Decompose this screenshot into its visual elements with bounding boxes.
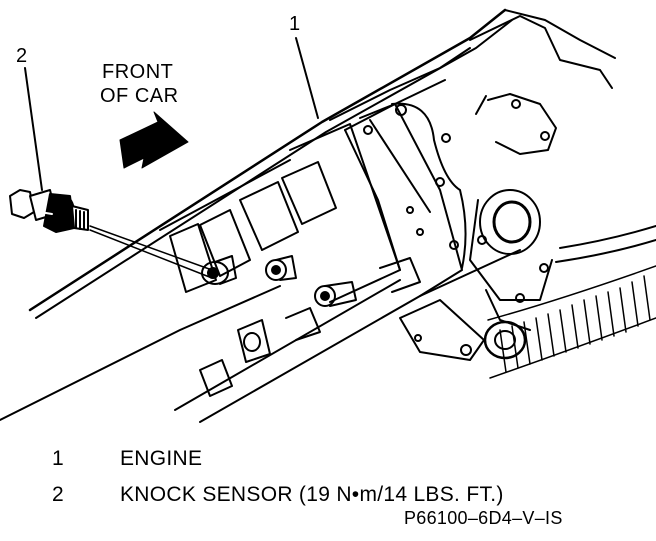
legend-number: 2 xyxy=(52,483,64,506)
legend-row-engine: 1 ENGINE xyxy=(52,447,612,473)
water-pump-housing xyxy=(479,189,541,255)
sensor-boss-1 xyxy=(201,255,237,285)
front-of-car-label: FRONT OF CAR xyxy=(100,60,179,108)
callout-leader-sensor xyxy=(24,67,43,191)
sensor-boss-2 xyxy=(265,255,297,281)
callout-number-knock-sensor: 2 xyxy=(16,45,28,67)
legend-label: ENGINE xyxy=(120,447,203,470)
sensor-boss-3 xyxy=(314,281,357,307)
figure-code: P66100–6D4–V–IS xyxy=(404,508,563,528)
belt-shading xyxy=(487,265,656,379)
callout-number-engine: 1 xyxy=(289,13,301,35)
front-of-car-arrow xyxy=(119,111,189,169)
legend-row-knock-sensor: 2 KNOCK SENSOR (19 N•m/14 LBS. FT.) xyxy=(52,483,612,509)
legend-label: KNOCK SENSOR (19 N•m/14 LBS. FT.) xyxy=(120,483,504,506)
front-of-car-line1: FRONT xyxy=(102,61,174,83)
front-of-car-line2: OF CAR xyxy=(100,85,179,107)
legend-number: 1 xyxy=(52,447,64,470)
block-outline xyxy=(28,8,507,312)
callout-leader-engine xyxy=(295,37,319,119)
knock-sensor-part xyxy=(9,189,89,233)
